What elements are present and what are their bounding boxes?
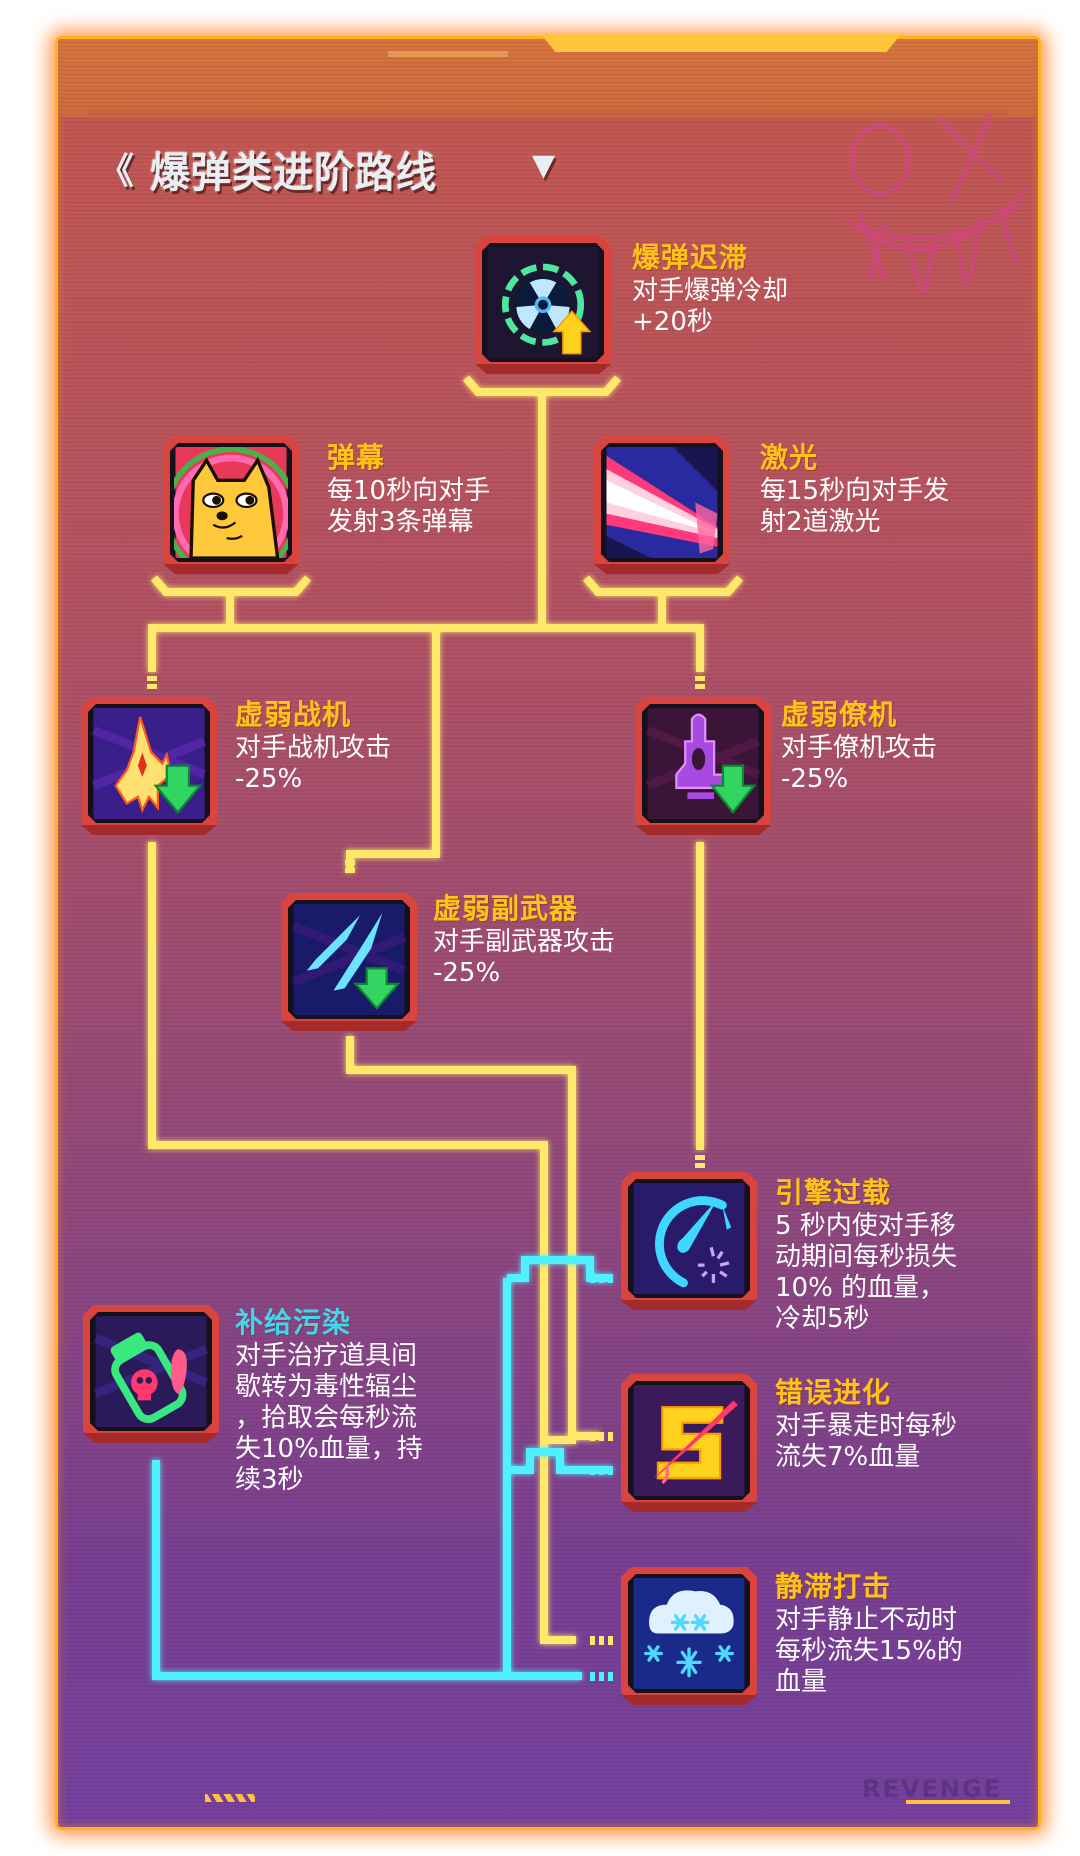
skill-node-supply-pollution[interactable] [83, 1305, 219, 1443]
skill-node-weak-subweapon[interactable] [281, 893, 417, 1031]
grin-face-graffiti-icon [845, 112, 1028, 293]
skill-node-barrage[interactable] [163, 436, 299, 574]
skill-desc: 每10秒向对手 发射3条弹幕 [327, 476, 491, 537]
header-tab-notch [541, 34, 901, 52]
skill-node-stasis-strike[interactable] [621, 1567, 757, 1705]
skill-node-laser[interactable] [594, 436, 730, 574]
speedometer-icon [632, 1183, 746, 1294]
back-wing-icon[interactable]: 《 [98, 151, 135, 192]
header-stripe-decoration [388, 51, 508, 57]
laser-beam-icon [605, 447, 719, 558]
page-title: 爆弹类进阶路线 [150, 149, 437, 198]
skill-desc: 对手爆弹冷却 +20秒 [632, 276, 789, 337]
skill-node-weak-fighter[interactable] [81, 697, 217, 835]
skill-name: 虚弱副武器 [433, 892, 579, 925]
wingman-down-icon [646, 708, 760, 819]
slashed-s-icon [632, 1385, 746, 1496]
panel-top-band [58, 39, 1038, 117]
skill-desc: 对手僚机攻击 -25% [781, 733, 938, 794]
skill-name: 虚弱战机 [235, 698, 352, 731]
missiles-down-icon [292, 904, 406, 1015]
skill-label-weak-fighter: 虚弱战机 对手战机攻击 -25% [235, 697, 391, 795]
skill-desc: 对手暴走时每秒 流失7%血量 [775, 1411, 958, 1472]
skill-name: 激光 [760, 441, 819, 474]
skill-desc: 对手治疗道具间 歇转为毒性辐尘 ，拾取会每秒流 失10%血量，持 续3秒 [235, 1341, 423, 1495]
corner-line-decoration [906, 1800, 1010, 1804]
skill-name: 引擎过载 [775, 1176, 892, 1209]
skill-node-bomb-delay[interactable] [475, 236, 611, 374]
skill-name: 静滞打击 [775, 1570, 892, 1603]
snow-cloud-icon [632, 1578, 746, 1689]
skill-label-laser: 激光 每15秒向对手发 射2道激光 [760, 440, 949, 538]
skill-name: 补给污染 [235, 1306, 352, 1339]
skill-desc: 每15秒向对手发 射2道激光 [760, 476, 950, 537]
skill-label-barrage: 弹幕 每10秒向对手 发射3条弹幕 [327, 440, 490, 538]
skill-label-stasis-strike: 静滞打击 对手静止不动时 每秒流失15%的 血量 [775, 1569, 963, 1698]
skill-node-engine-overload[interactable] [621, 1172, 757, 1310]
skill-desc: 对手静止不动时 每秒流失15%的 血量 [775, 1605, 963, 1697]
skill-label-weak-subweapon: 虚弱副武器 对手副武器攻击 -25% [433, 891, 615, 989]
skill-name: 错误进化 [775, 1376, 892, 1409]
skill-name: 爆弹迟滞 [632, 241, 749, 274]
skill-desc: 对手战机攻击 -25% [235, 733, 392, 794]
skill-label-supply-pollution: 补给污染 对手治疗道具间 歇转为毒性辐尘 ，拾取会每秒流 失10%血量，持 续3… [235, 1305, 423, 1496]
radiation-cooldown-icon [486, 247, 600, 358]
fighter-jet-down-icon [92, 708, 206, 819]
skill-label-weak-wingman: 虚弱僚机 对手僚机攻击 -25% [781, 697, 937, 795]
skill-label-error-evolution: 错误进化 对手暴走时每秒 流失7%血量 [775, 1375, 957, 1473]
skill-name: 虚弱僚机 [781, 698, 898, 731]
skill-label-engine-overload: 引擎过载 5 秒内使对手移 动期间每秒损失 10% 的血量， 冷却5秒 [775, 1175, 957, 1335]
skill-label-bomb-delay: 爆弹迟滞 对手爆弹冷却 +20秒 [632, 240, 788, 338]
corner-stripe-decoration [205, 1794, 255, 1802]
dropdown-caret-icon[interactable]: ▼ [532, 148, 556, 183]
poison-bottle-icon [94, 1316, 208, 1427]
doge-icon [174, 447, 288, 558]
skill-node-error-evolution[interactable] [621, 1374, 757, 1512]
skill-desc: 对手副武器攻击 -25% [433, 927, 616, 988]
skill-desc: 5 秒内使对手移 动期间每秒损失 10% 的血量， 冷却5秒 [775, 1211, 958, 1334]
skill-node-weak-wingman[interactable] [635, 697, 771, 835]
revenge-watermark: REVENGE [862, 1775, 1003, 1803]
skill-name: 弹幕 [327, 441, 386, 474]
panel-top-edge [88, 111, 1008, 119]
